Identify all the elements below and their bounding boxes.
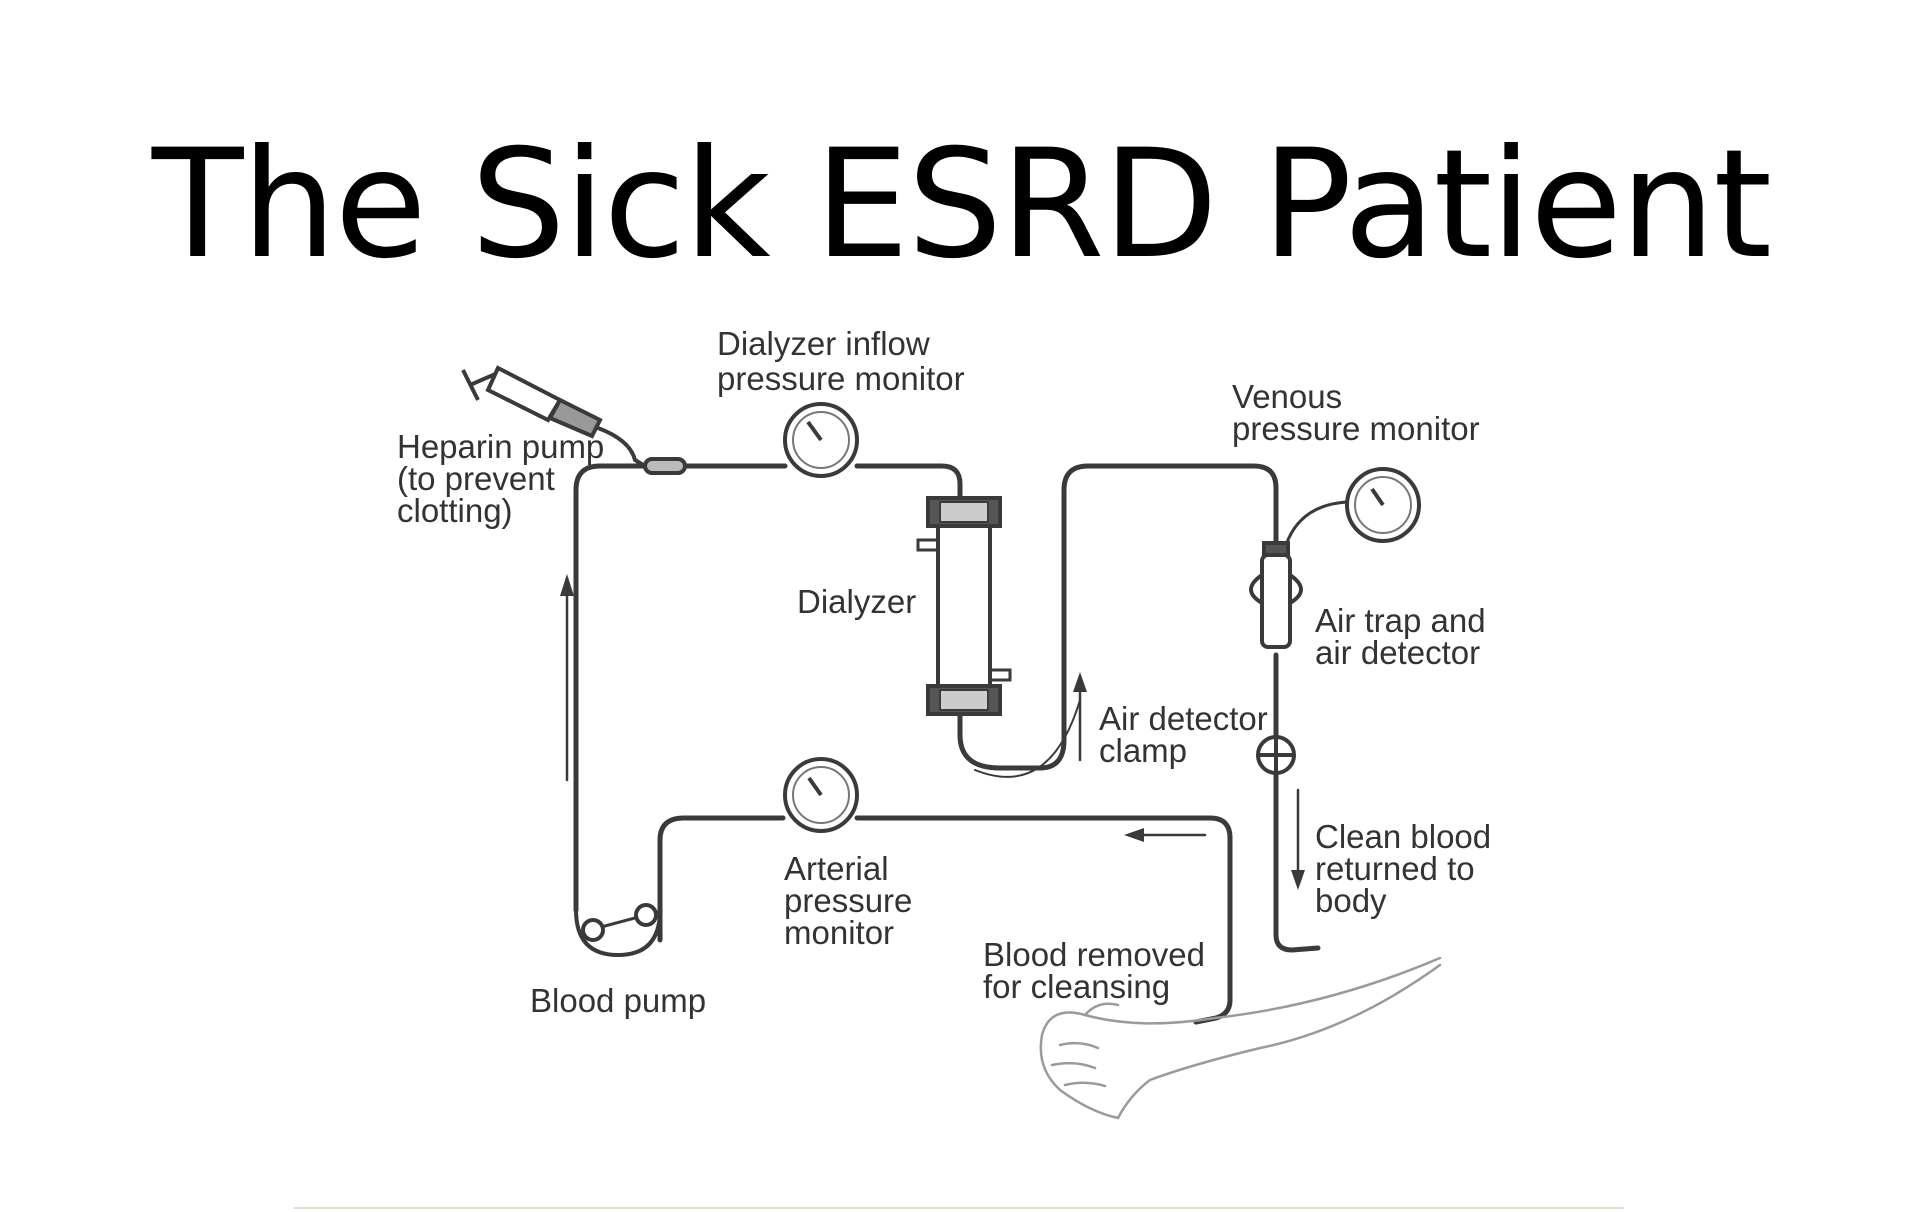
blood-pump-loop [574,908,662,957]
tube-top-to-dialyzer [669,463,963,501]
tube-bottom [657,815,1233,1025]
air-trap [1249,541,1303,649]
tube-venous-return [1273,652,1321,953]
label-heparin-pump: Heparin pump (to prevent clotting) [397,428,613,529]
label-venous-monitor: Venous pressure monitor [1232,378,1480,447]
label-blood-removed: Blood removed for cleansing [983,936,1214,1005]
tube-left-vertical [573,463,653,913]
label-dialyzer-inflow: Dialyzer inflow pressure monitor [717,325,965,397]
label-blood-pump: Blood pump [530,982,706,1019]
label-dialyzer: Dialyzer [797,583,916,620]
source-link[interactable]: https://commons.wikimedia.org/wiki/File:… [0,1204,1922,1212]
dialyzer-unit [916,496,1012,716]
air-detector-clamp [1256,735,1296,775]
label-air-detector-clamp: Air detector clamp [1099,700,1277,769]
label-arterial-monitor: Arterial pressure monitor [784,850,922,951]
arm-illustration [1039,956,1442,1120]
slide-title: The Sick ESRD Patient [151,118,1772,292]
footer-divider [294,1207,1624,1209]
label-air-trap: Air trap and air detector [1315,602,1495,671]
heparin-syringe [461,365,687,475]
label-clean-blood: Clean blood returned to body [1315,818,1500,919]
